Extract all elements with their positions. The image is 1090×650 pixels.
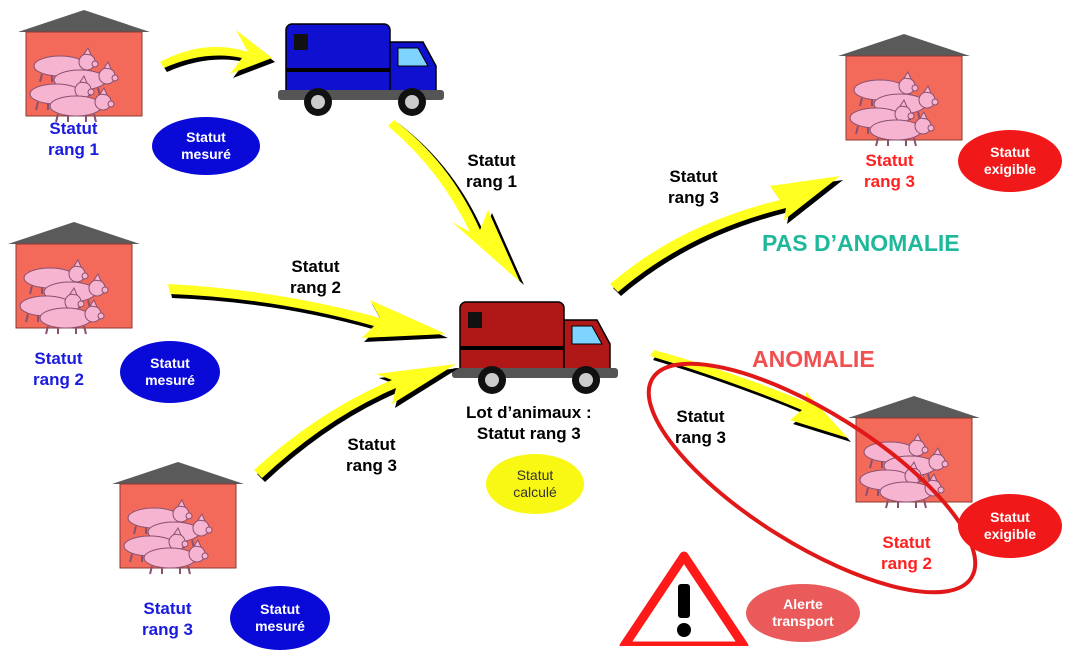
collection-truck-blue	[276, 22, 446, 118]
arrow-lot-to-destination-1	[610, 176, 843, 296]
lot-truck-red	[450, 300, 620, 396]
arrow-truck-to-lot	[388, 120, 524, 285]
farm-1-barn	[18, 10, 150, 122]
arrow-farm2-to-lot	[168, 284, 448, 342]
no-anomaly-banner: PAS D’ANOMALIE	[762, 230, 960, 256]
warning-icon	[619, 551, 749, 646]
arrow-lot-to-destination-2	[650, 350, 851, 442]
arrow-farm1-to-truck	[160, 30, 275, 78]
lot-label: Lot d’animaux :Statut rang 3	[466, 403, 592, 443]
destination-1-barn	[838, 34, 970, 146]
anomaly-highlight-ring	[646, 361, 978, 595]
destination-2-barn	[848, 396, 980, 508]
anomaly-banner: ANOMALIE	[752, 346, 875, 372]
farm-3-barn	[112, 462, 244, 574]
farm-2-barn	[8, 222, 140, 334]
arrow-farm3-to-lot	[254, 364, 459, 482]
